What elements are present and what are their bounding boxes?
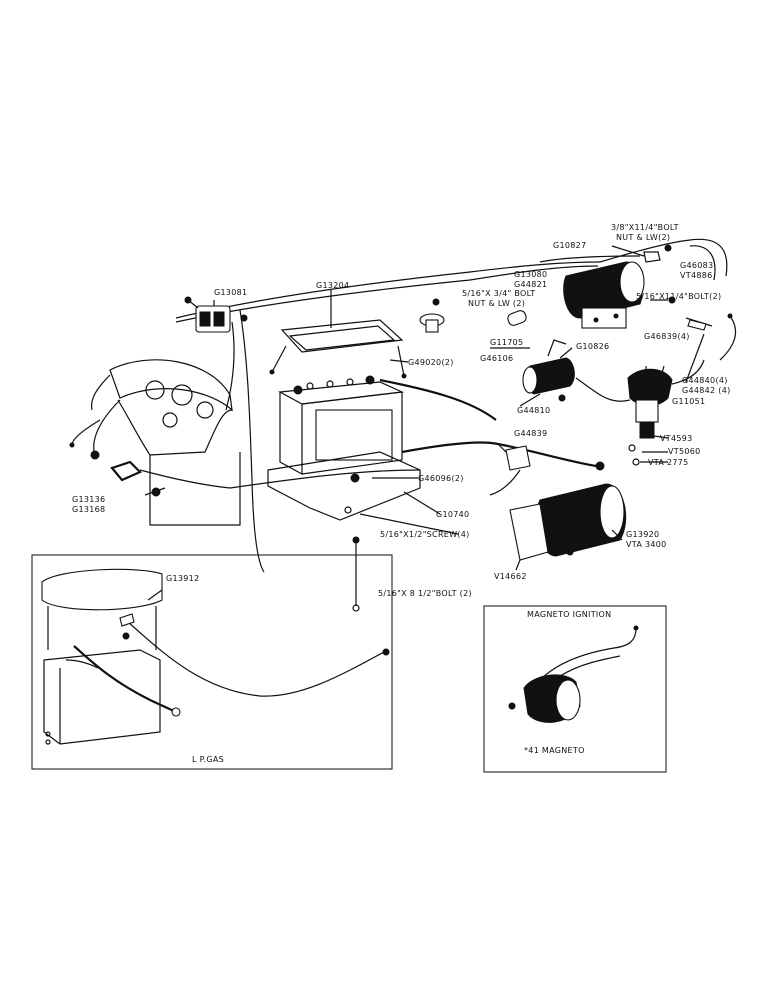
part-labels: G13081 G13204 G10827 3/8"X11/4"BOLT NUT … [72,223,731,764]
battery-hold-down-g13204 [269,319,407,379]
label-g13080: G13080 [514,270,547,279]
label-g13920: G13920 [626,530,659,539]
label-g49020: G49020(2) [408,358,454,367]
label-vt4593: VT4593 [660,434,693,443]
label-magneto-title: MAGNETO IGNITION [527,610,611,619]
battery-cables [229,378,605,489]
label-g46839: G46839(4) [644,332,690,341]
label-g13081: G13081 [214,288,247,297]
label-g10827: G10827 [553,241,586,250]
label-vta2775: VTA 2775 [648,458,689,467]
label-bolt-5-16-114: 5/16"X11/4"BOLT(2) [636,292,721,301]
plug-wires [685,313,737,361]
sender-unit [419,298,445,333]
label-screw-5-16-12: 5/16"X1/2"SCREW(4) [380,530,470,539]
magneto-inset [483,605,667,773]
label-g13204: G13204 [316,281,349,290]
label-g44821: G44821 [514,280,547,289]
coil-g44810 [522,339,575,402]
label-g10826: G10826 [576,342,609,351]
label-lp-gas: L P.GAS [192,755,224,764]
label-g44810: G44810 [517,406,550,415]
label-vt4886: VT4886 [680,271,713,280]
distributor-g11051 [575,359,705,466]
battery-tray-g10740 [267,451,421,521]
fuse-g11705 [507,310,527,326]
lp-gas-inset [31,554,393,770]
label-bolt-5-16-812: 5/16"X 8 1/2"BOLT (2) [378,589,472,598]
label-g13136: G13136 [72,495,105,504]
instrument-panel [69,359,241,526]
leader-lines [147,245,705,601]
label-g13912: G13912 [166,574,199,583]
long-bolt [352,536,360,612]
label-g44840: G44840(4) [682,376,728,385]
battery [278,375,405,476]
label-g44839: G44839 [514,429,547,438]
label-v14662: V14662 [494,572,527,581]
label-g10740: G10740 [436,510,469,519]
label-g46106: G46106 [480,354,513,363]
label-g11051: G11051 [672,397,705,406]
starter-motor-g13920 [509,483,627,571]
label-bolt-5-16-34-line1: 5/16"X 3/4" BOLT [462,289,535,298]
label-bolt-3-8-line1: 3/8"X11/4"BOLT [611,223,679,232]
label-g13168: G13168 [72,505,105,514]
generator-g13080 [563,244,676,329]
ignition-switch [110,460,231,497]
label-g46096: G46096(2) [418,474,464,483]
voltage-regulator-g13081 [184,296,248,333]
switch-g44839 [489,443,531,496]
label-bolt-3-8-line2: NUT & LW(2) [616,233,670,242]
label-vta3400: VTA 3400 [626,540,667,549]
main-harness [175,238,728,573]
label-magneto-41: *41 MAGNETO [524,746,585,755]
label-bolt-5-16-34-line2: NUT & LW (2) [468,299,525,308]
label-g46083: G46083 [680,261,713,270]
label-vt5060: VT5060 [668,447,701,456]
label-g44842: G44842 (4) [682,386,731,395]
label-g11705: G11705 [490,338,523,347]
